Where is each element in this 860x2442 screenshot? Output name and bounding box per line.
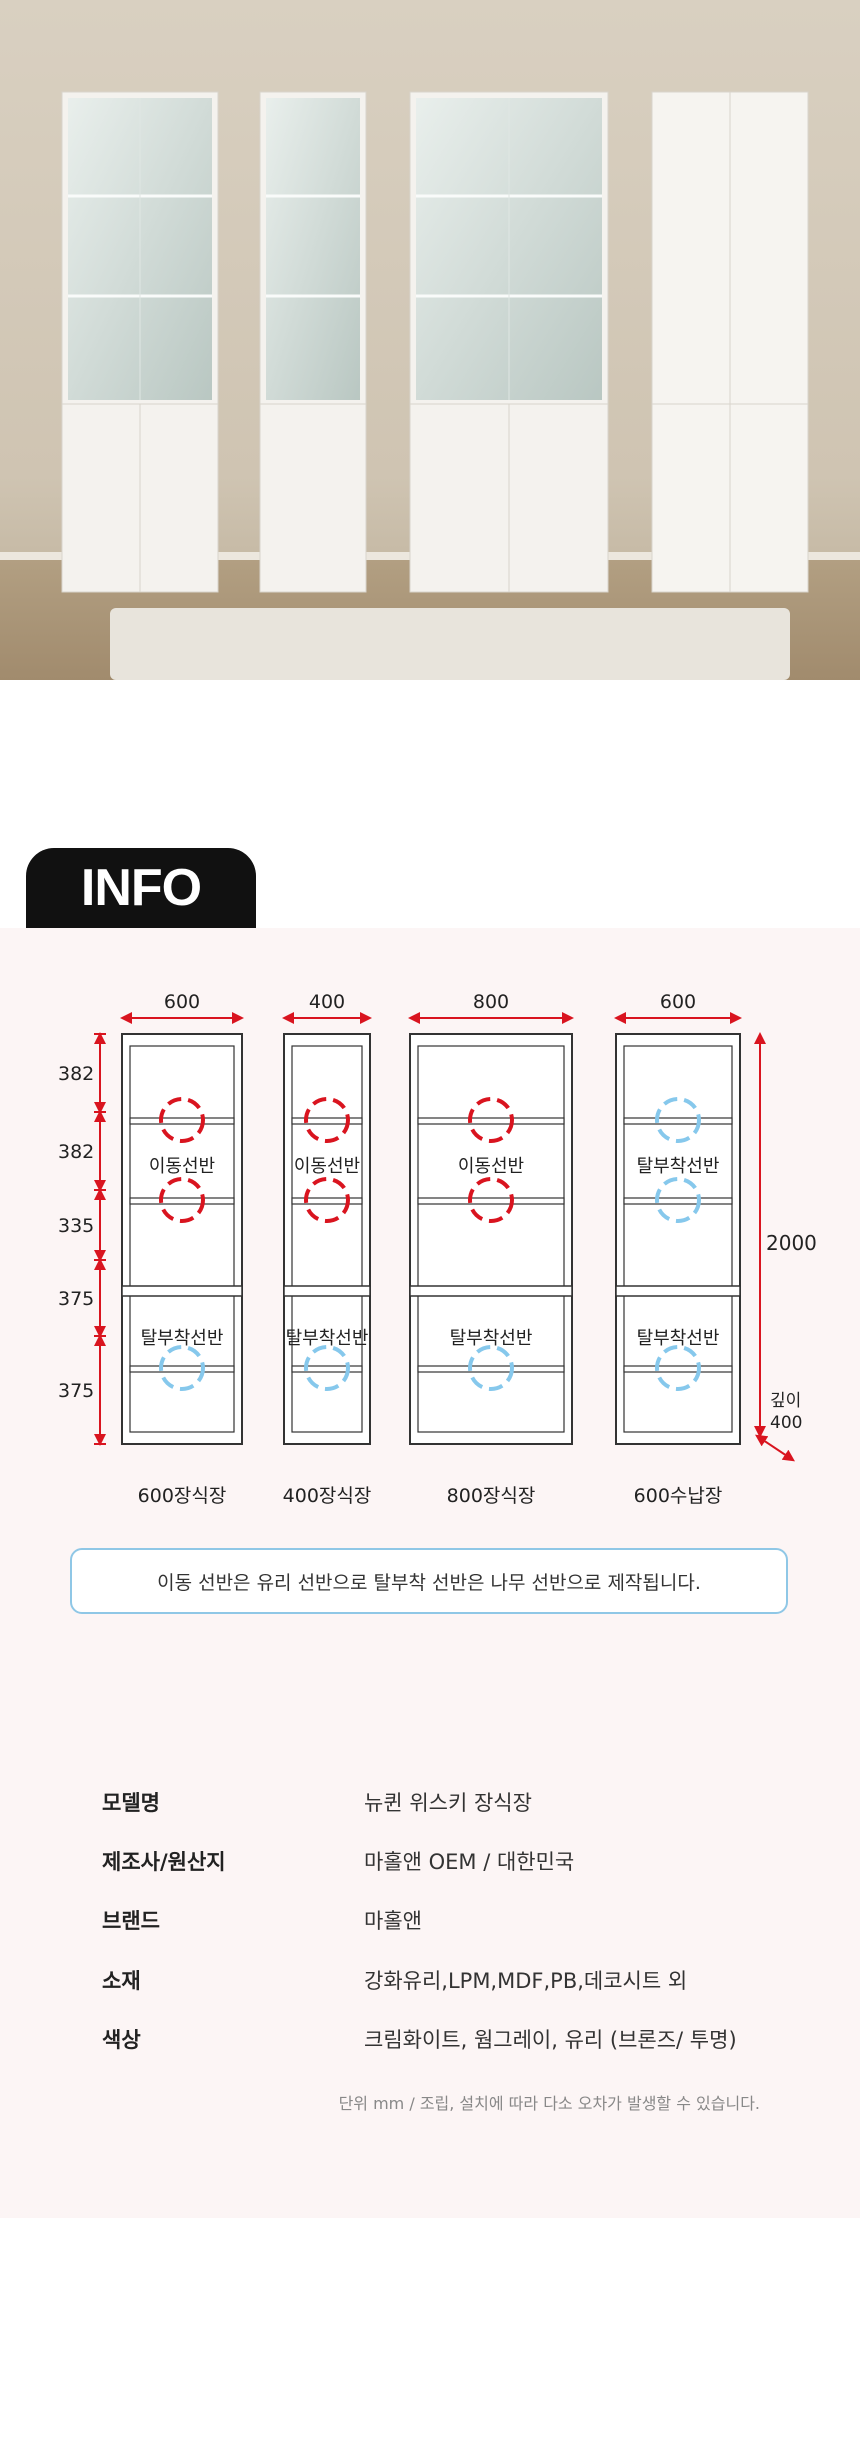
- removable-shelf-marker: [304, 1345, 350, 1391]
- spec-value: 마홀앤 OEM / 대한민국: [364, 1850, 575, 1874]
- cabinet-inner: [291, 1045, 363, 1433]
- cabinet-frame: [409, 1033, 573, 1445]
- shelf-type-label: 탈부착선반: [637, 1156, 720, 1177]
- depth-value: 400: [770, 1413, 802, 1433]
- spec-value: 뉴퀸 위스키 장식장: [364, 1791, 532, 1815]
- moving-shelf-marker: [304, 1177, 350, 1223]
- shelf: [129, 1197, 235, 1205]
- moving-shelf-marker: [304, 1097, 350, 1143]
- width-label: 400: [309, 991, 345, 1013]
- row-height-label: 375: [58, 1380, 94, 1402]
- moving-shelf-marker: [468, 1177, 514, 1223]
- cabinet-inner: [417, 1045, 565, 1433]
- cabinet-illustration: [61, 91, 809, 593]
- width-label: 800: [473, 991, 509, 1013]
- fixed-shelf: [121, 1285, 243, 1297]
- removable-shelf: [129, 1365, 235, 1373]
- spec-key: 소재: [102, 1969, 141, 1993]
- cabinet-frame: [283, 1033, 371, 1445]
- spec-key: 모델명: [102, 1791, 160, 1815]
- shelf-type-label: 이동선반: [294, 1156, 360, 1177]
- depth-dimension-line: [755, 1434, 795, 1462]
- removable-shelf-marker: [655, 1345, 701, 1391]
- removable-shelf: [291, 1365, 363, 1373]
- row-height-label: 335: [58, 1215, 94, 1237]
- spec-value: 마홀앤: [364, 1909, 422, 1933]
- removable-shelf: [417, 1365, 565, 1373]
- cabinet-name: 600수납장: [634, 1485, 723, 1507]
- row-height-label: 382: [58, 1141, 94, 1163]
- shelf-type-label: 이동선반: [458, 1156, 524, 1177]
- spec-row: 색상 크림화이트, 웜그레이, 유리 (브론즈/ 투명): [102, 2024, 802, 2054]
- cabinet-name: 800장식장: [447, 1485, 536, 1507]
- dimension-diagram: 600이동선반탈부착선반600장식장400이동선반탈부착선반400장식장800이…: [58, 991, 817, 1507]
- spec-row: 소재 강화유리,LPM,MDF,PB,데코시트 외: [102, 1965, 802, 1995]
- spec-value: 강화유리,LPM,MDF,PB,데코시트 외: [364, 1969, 688, 1993]
- removable-shelf-marker: [655, 1097, 701, 1143]
- row-height-label: 382: [58, 1063, 94, 1085]
- shelf: [417, 1197, 565, 1205]
- spec-row: 제조사/원산지 마홀앤 OEM / 대한민국: [102, 1846, 802, 1876]
- cabinet-inner: [623, 1045, 733, 1433]
- fixed-shelf: [409, 1285, 573, 1297]
- row-height-label: 375: [58, 1288, 94, 1310]
- hero-product-photo: [0, 0, 860, 680]
- shelf-type-label: 탈부착선반: [286, 1328, 369, 1349]
- spec-row: 모델명 뉴퀸 위스키 장식장: [102, 1787, 802, 1817]
- cabinet-inner: [129, 1045, 235, 1433]
- cabinet-photo-2: [259, 91, 367, 593]
- shelf: [291, 1117, 363, 1125]
- cabinet-name: 400장식장: [283, 1485, 372, 1507]
- unit-footnote: 단위 mm / 조립, 설치에 따라 다소 오차가 발생할 수 있습니다.: [338, 2094, 760, 2113]
- removable-shelf-marker: [655, 1177, 701, 1223]
- shelf: [129, 1117, 235, 1125]
- removable-shelf: [623, 1365, 733, 1373]
- spec-key: 제조사/원산지: [102, 1850, 226, 1874]
- moving-shelf-marker: [159, 1177, 205, 1223]
- depth-label: 깊이: [770, 1391, 801, 1411]
- width-label: 600: [164, 991, 200, 1013]
- shelf-type-label: 이동선반: [149, 1156, 215, 1177]
- shelf: [623, 1117, 733, 1125]
- shelf-notice: 이동 선반은 유리 선반으로 탈부착 선반은 나무 선반으로 제작됩니다.: [70, 1548, 788, 1614]
- spec-value: 크림화이트, 웜그레이, 유리 (브론즈/ 투명): [364, 2028, 737, 2052]
- shelf: [291, 1197, 363, 1205]
- info-tab: INFO: [26, 848, 256, 928]
- width-label: 600: [660, 991, 696, 1013]
- moving-shelf-marker: [159, 1097, 205, 1143]
- shelf-type-label: 탈부착선반: [450, 1328, 533, 1349]
- removable-shelf-marker: [159, 1345, 205, 1391]
- shelf: [623, 1197, 733, 1205]
- cabinet-photo-3: [409, 91, 609, 593]
- rug: [110, 608, 790, 680]
- shelf: [417, 1117, 565, 1125]
- fixed-shelf: [615, 1285, 741, 1297]
- moving-shelf-marker: [468, 1097, 514, 1143]
- shelf-type-label: 탈부착선반: [637, 1328, 720, 1349]
- cabinet-frame: [121, 1033, 243, 1445]
- cabinet-frame: [615, 1033, 741, 1445]
- cabinet-name: 600장식장: [138, 1485, 227, 1507]
- spec-row: 브랜드 마홀앤: [102, 1905, 802, 1935]
- spec-key: 색상: [102, 2028, 141, 2052]
- cabinet-photo-1: [61, 91, 219, 593]
- shelf-type-label: 탈부착선반: [141, 1328, 224, 1349]
- spec-key: 브랜드: [102, 1909, 160, 1933]
- removable-shelf-marker: [468, 1345, 514, 1391]
- total-height-label: 2000: [766, 1231, 817, 1255]
- cabinet-photo-4: [651, 91, 809, 593]
- fixed-shelf: [283, 1285, 371, 1297]
